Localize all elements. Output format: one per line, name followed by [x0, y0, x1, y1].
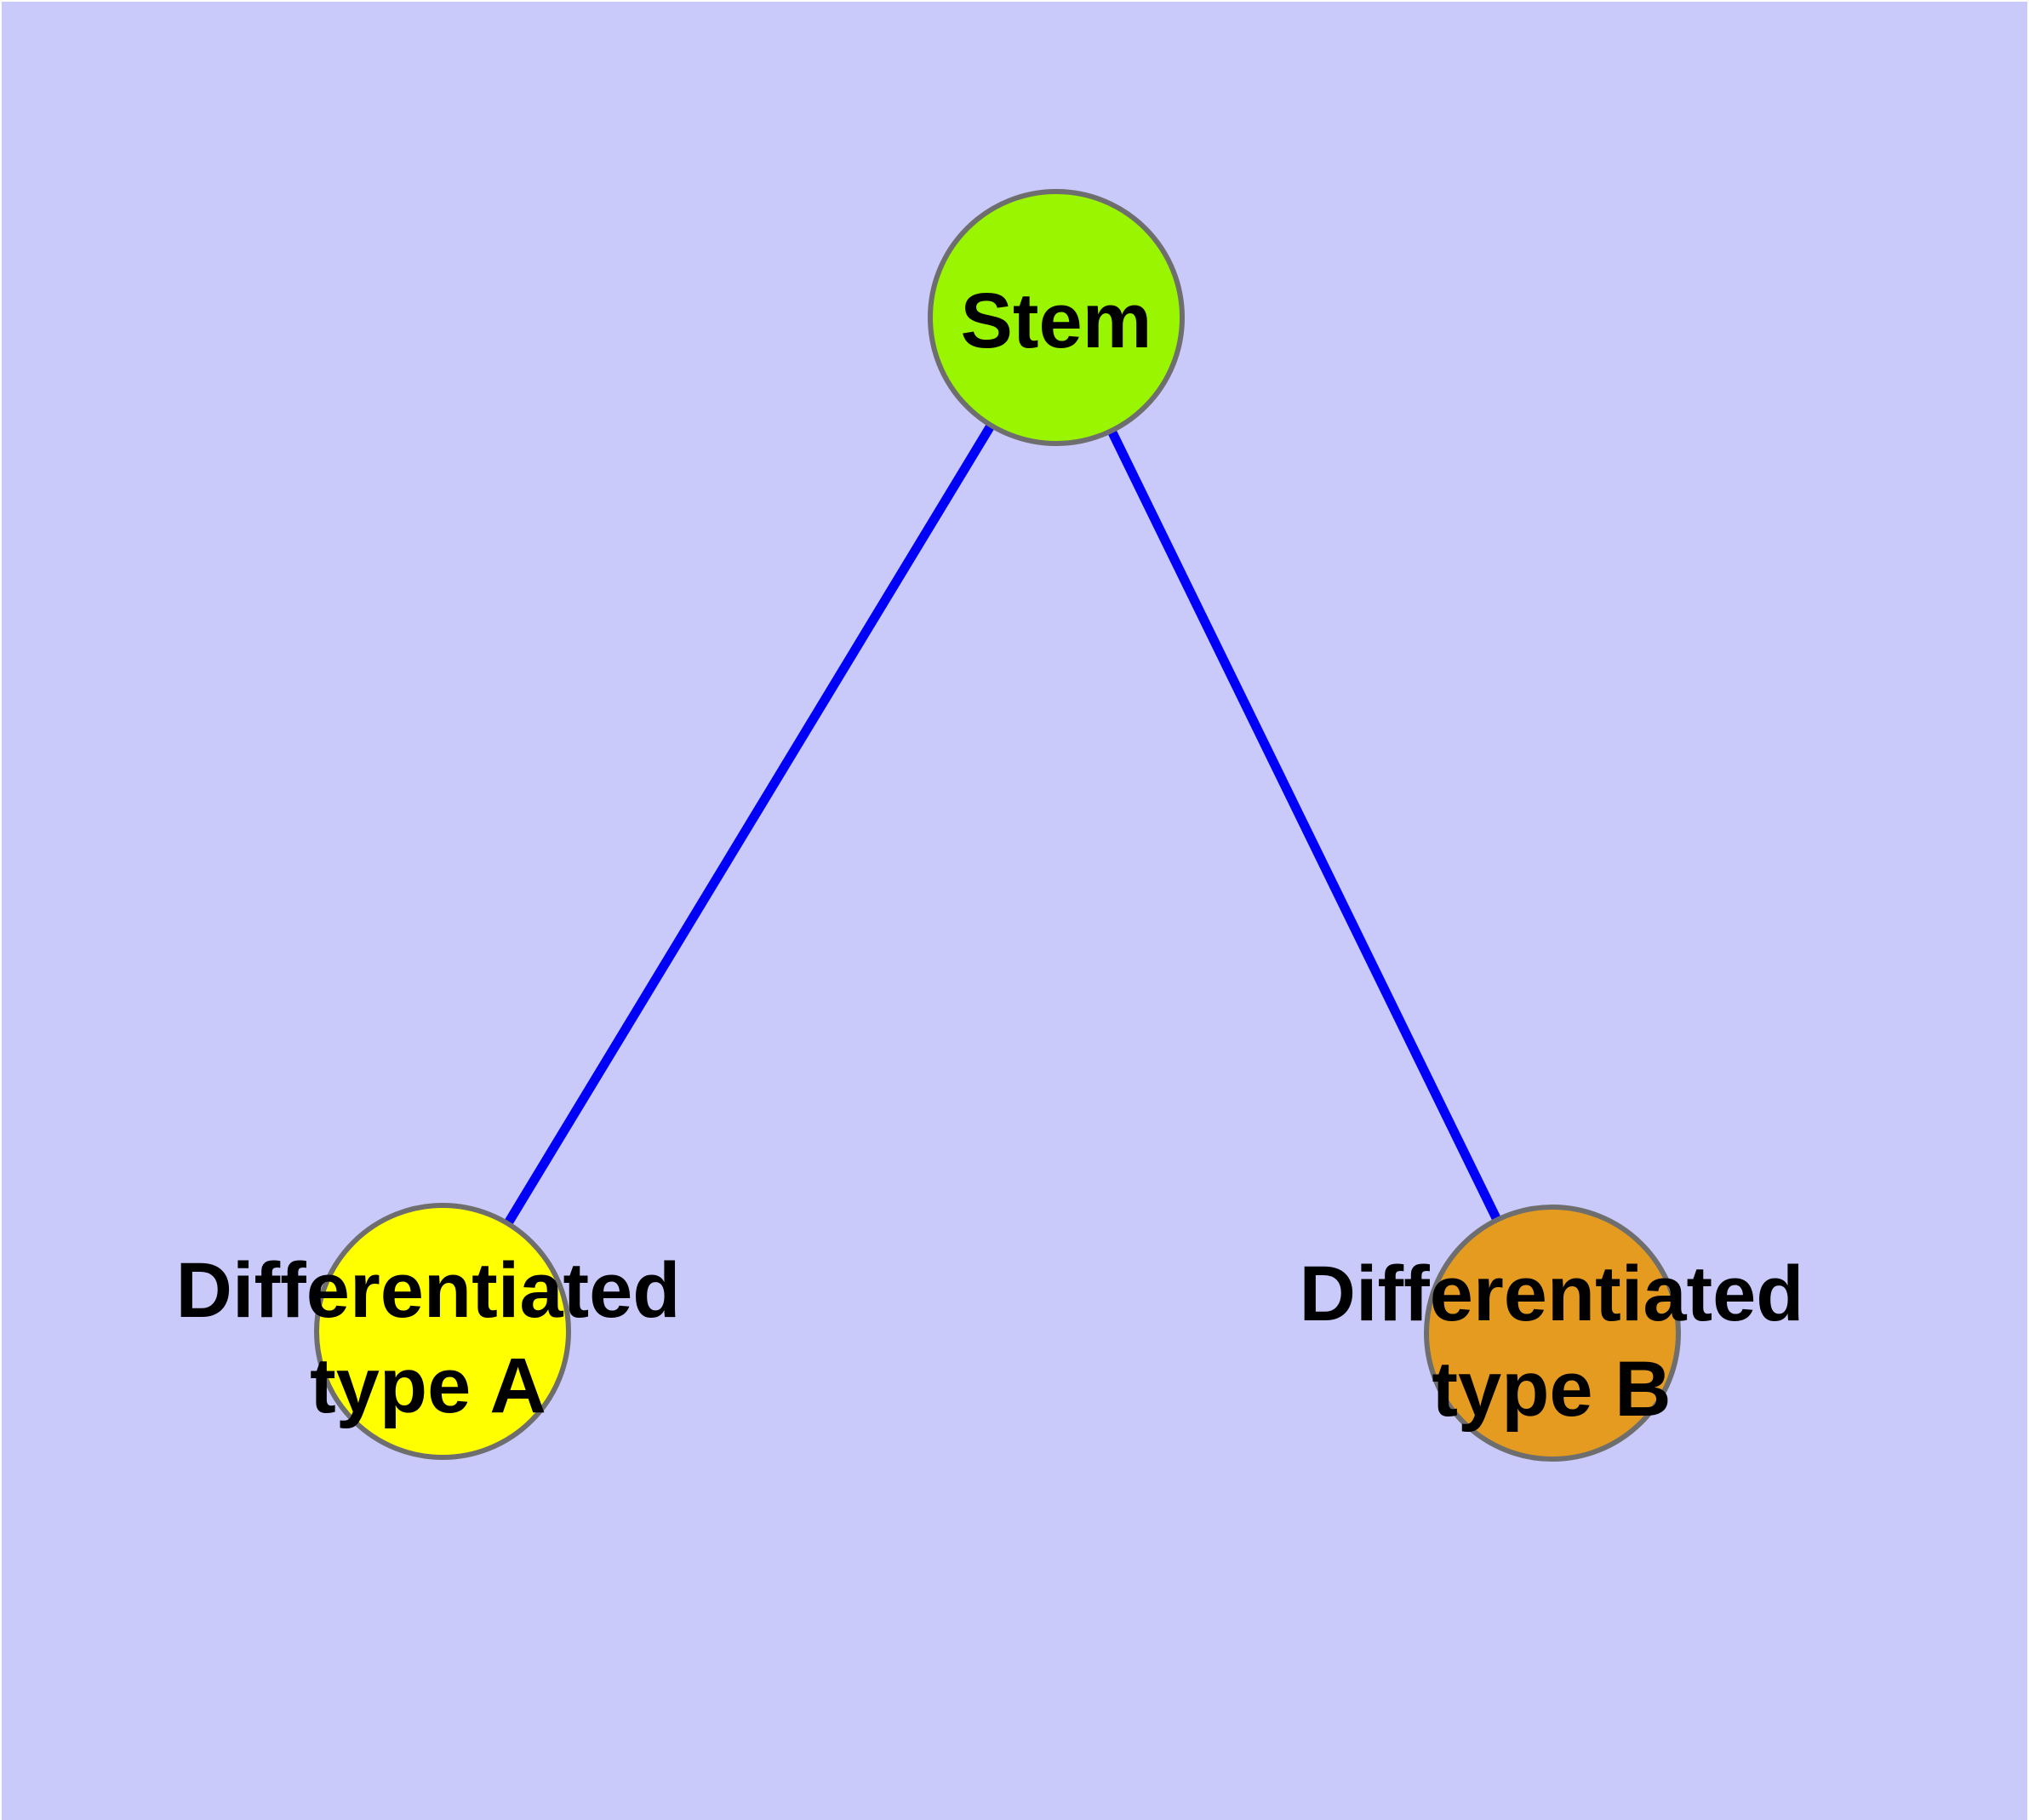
- node-stem-label: Stem: [960, 278, 1152, 364]
- node-differentiated-type-a-label: Differentiated type A: [175, 1247, 681, 1429]
- node-differentiated-type-b-label: Differentiated type B: [1299, 1251, 1804, 1433]
- edge-stem-to-type-b: [1052, 315, 1557, 1336]
- node-differentiated-type-a: [314, 1203, 571, 1460]
- node-stem: [928, 189, 1185, 446]
- node-differentiated-type-b: [1424, 1205, 1681, 1462]
- edge-stem-to-type-a: [438, 315, 1060, 1334]
